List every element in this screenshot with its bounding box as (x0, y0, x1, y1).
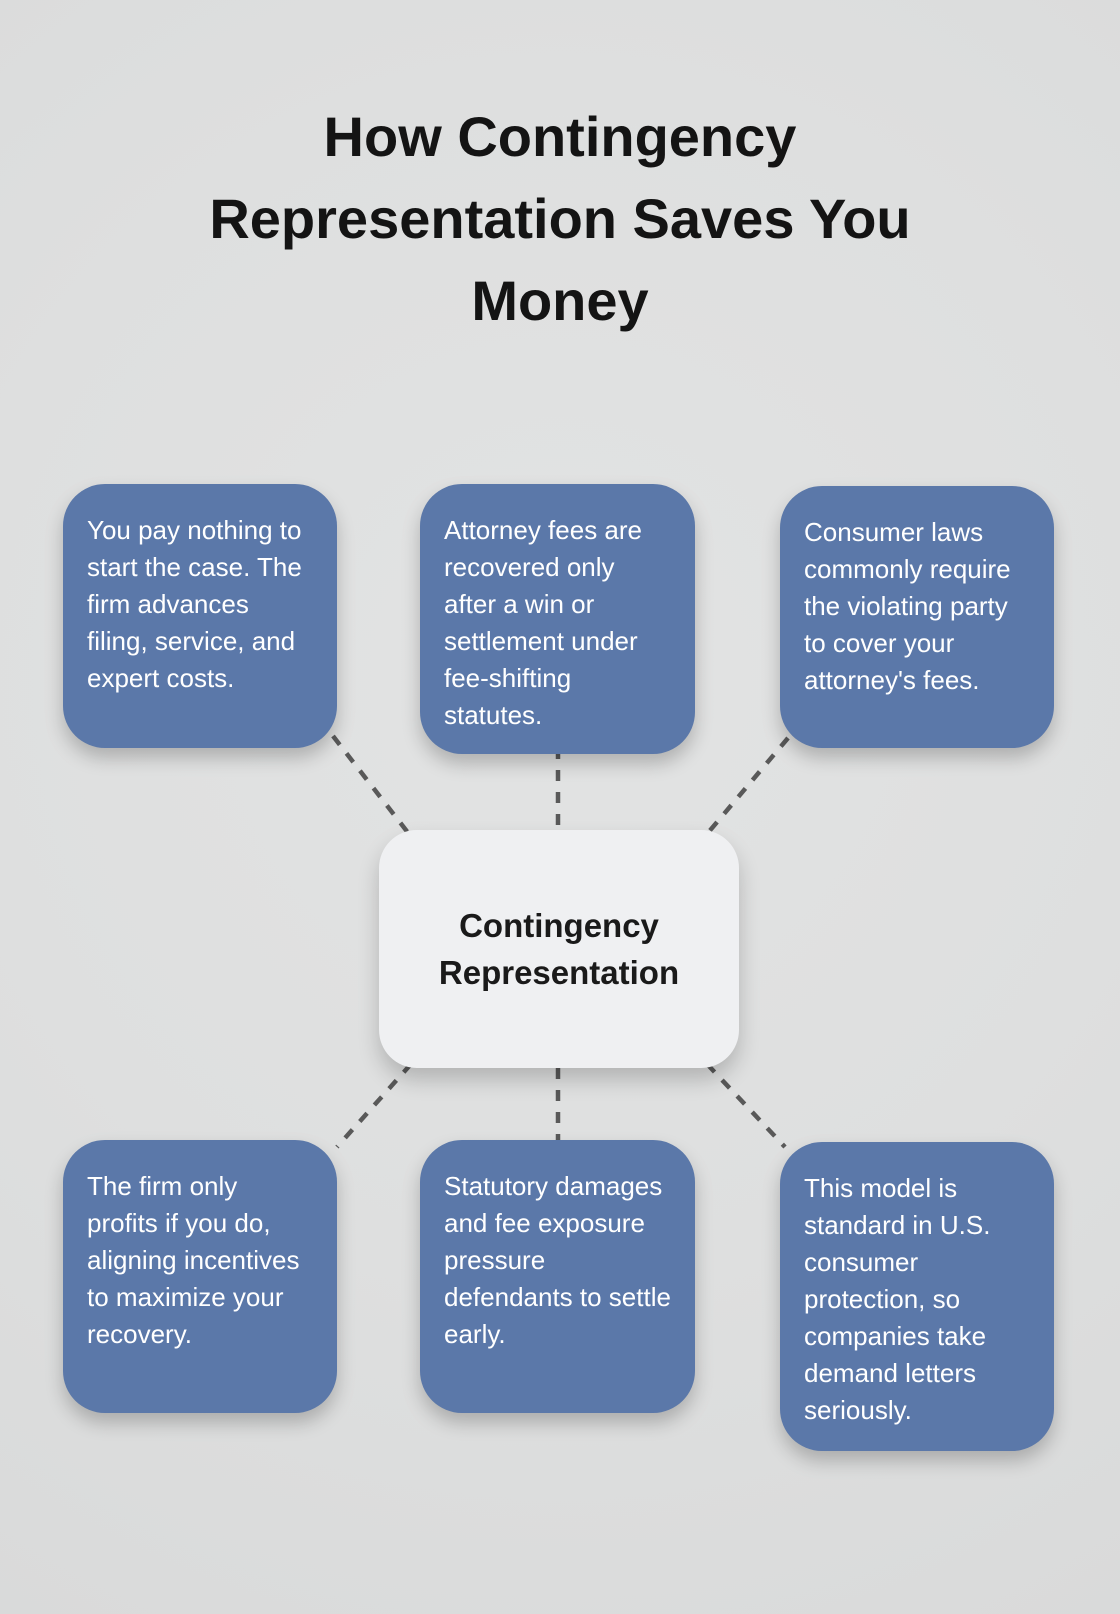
connector-bottom-right (705, 1062, 787, 1149)
info-box-text: Statutory damages and fee exposure press… (444, 1171, 671, 1349)
info-box-top-left: You pay nothing to start the case. The f… (63, 484, 337, 748)
info-box-bottom-left: The firm only profits if you do, alignin… (63, 1140, 337, 1413)
connector-bottom-left (335, 1062, 413, 1149)
info-box-text: The firm only profits if you do, alignin… (87, 1171, 300, 1349)
info-box-top-center: Attorney fees are recovered only after a… (420, 484, 695, 754)
page-title: How Contingency Representation Saves You… (209, 105, 911, 332)
info-box-text: You pay nothing to start the case. The f… (87, 515, 302, 693)
connector-top-right (705, 736, 790, 836)
info-box-top-right: Consumer laws commonly require the viola… (780, 486, 1054, 748)
connector-top-left (331, 734, 411, 836)
info-box-text: Consumer laws commonly require the viola… (804, 517, 1011, 695)
info-box-bottom-center: Statutory damages and fee exposure press… (420, 1140, 695, 1413)
central-node: Contingency Representation (379, 830, 739, 1068)
central-node-label: Contingency Representation (438, 907, 680, 991)
info-box-text: This model is standard in U.S. consumer … (804, 1173, 991, 1425)
info-box-bottom-right: This model is standard in U.S. consumer … (780, 1142, 1054, 1451)
info-box-text: Attorney fees are recovered only after a… (444, 515, 642, 730)
